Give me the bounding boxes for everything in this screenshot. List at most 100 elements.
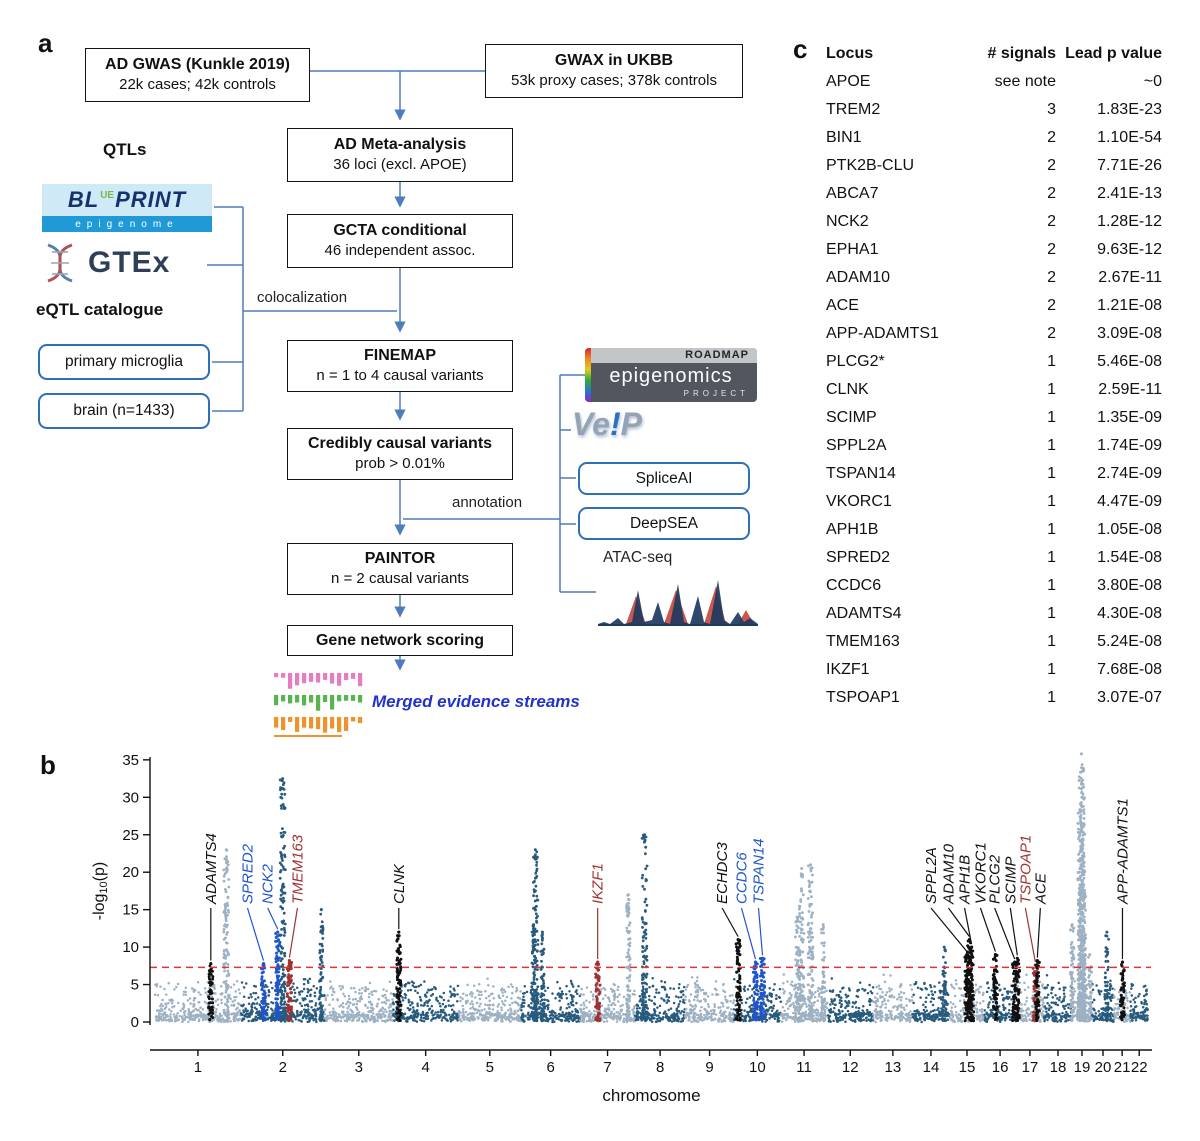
locus-cell: EPHA1	[826, 241, 879, 258]
pvalue-cell: 3.80E-08	[1097, 577, 1162, 594]
pvalue-cell: 3.07E-07	[1097, 689, 1162, 706]
pvalue-cell: 1.74E-09	[1097, 437, 1162, 454]
blueprint-bl-text: BL	[67, 187, 100, 212]
pvalue-cell: 1.35E-09	[1097, 409, 1162, 426]
box-meta-title: AD Meta-analysis	[333, 136, 467, 154]
pvalue-cell: 2.41E-13	[1097, 185, 1162, 202]
vep-p-text: P	[620, 406, 642, 442]
signals-cell: 3	[1047, 101, 1056, 118]
locus-cell: CCDC6	[826, 577, 882, 594]
pvalue-cell: 1.28E-12	[1097, 213, 1162, 230]
signals-cell: 1	[1047, 381, 1056, 398]
pvalue-cell: ~0	[1143, 73, 1162, 90]
atac-peaks-icon	[598, 580, 758, 626]
locus-cell: TMEM163	[826, 633, 900, 650]
box-paintor-sub: n = 2 causal variants	[331, 570, 469, 588]
box-meta-analysis: AD Meta-analysis 36 loci (excl. APOE)	[287, 128, 513, 182]
bracket-right	[559, 374, 596, 593]
box-gwax-sub: 53k proxy cases; 378k controls	[511, 72, 717, 90]
pvalue-cell: 7.68E-08	[1097, 661, 1162, 678]
box-finemap: FINEMAP n = 1 to 4 causal variants	[287, 340, 513, 392]
box-gwax-title: GWAX in UKBB	[554, 52, 674, 70]
pvalue-cell: 1.21E-08	[1097, 297, 1162, 314]
deepsea-box: DeepSEA	[578, 507, 750, 540]
locus-cell: APH1B	[826, 521, 879, 538]
locus-cell: TSPOAP1	[826, 689, 900, 706]
signals-cell: 1	[1047, 409, 1056, 426]
table-row: TSPOAP1 1 3.07E-07	[826, 684, 1162, 712]
box-finemap-title: FINEMAP	[364, 347, 436, 365]
locus-cell: SPPL2A	[826, 437, 887, 454]
signals-cell: 1	[1047, 353, 1056, 370]
table-row: VKORC1 1 4.47E-09	[826, 488, 1162, 516]
box-finemap-sub: n = 1 to 4 causal variants	[316, 367, 484, 385]
colocalization-label: colocalization	[257, 289, 348, 306]
pvalue-cell: 5.46E-08	[1097, 353, 1162, 370]
primary-microglia-box: primary microglia	[38, 344, 210, 380]
locus-cell: CLNK	[826, 381, 869, 398]
locus-cell: SCIMP	[826, 409, 877, 426]
locus-cell: ABCA7	[826, 185, 879, 202]
col-header-signals: # signals	[987, 45, 1056, 62]
signals-cell: 1	[1047, 549, 1056, 566]
pvalue-cell: 4.47E-09	[1097, 493, 1162, 510]
pvalue-cell: 1.54E-08	[1097, 549, 1162, 566]
pvalue-cell: 1.83E-23	[1097, 101, 1162, 118]
panel-c-label: c	[793, 34, 808, 64]
table-row: APP-ADAMTS1 2 3.09E-08	[826, 320, 1162, 348]
pvalue-cell: 1.10E-54	[1097, 129, 1162, 146]
locus-cell: VKORC1	[826, 493, 892, 510]
pvalue-cell: 2.74E-09	[1097, 465, 1162, 482]
brain-box: brain (n=1433)	[38, 393, 210, 429]
box-ad-gwas-sub: 22k cases; 42k controls	[119, 76, 276, 94]
table-row: SCIMP 1 1.35E-09	[826, 404, 1162, 432]
dna-helix-icon	[47, 243, 73, 283]
box-credible-sub: prob > 0.01%	[355, 455, 445, 473]
signals-cell: 1	[1047, 689, 1056, 706]
roadmap-top-text: ROADMAP	[585, 348, 757, 363]
vep-bang-text: !	[609, 406, 621, 442]
merged-evidence-text: Merged evidence streams	[372, 692, 580, 711]
blueprint-print-text: PRINT	[115, 187, 187, 212]
deepsea-label: DeepSEA	[629, 514, 699, 532]
bracket-left	[207, 206, 244, 412]
signals-cell: 1	[1047, 521, 1056, 538]
signals-cell: 2	[1047, 213, 1056, 230]
box-credible-title: Credibly causal variants	[307, 435, 493, 453]
spliceai-box: SpliceAI	[578, 462, 750, 495]
box-ad-gwas-title: AD GWAS (Kunkle 2019)	[105, 56, 290, 74]
pvalue-cell: 2.67E-11	[1098, 269, 1162, 286]
signals-cell: 1	[1047, 661, 1056, 678]
pvalue-cell: 4.30E-08	[1097, 605, 1162, 622]
pvalue-cell: 1.05E-08	[1097, 521, 1162, 538]
signals-cell: 1	[1047, 493, 1056, 510]
signals-cell: 2	[1047, 241, 1056, 258]
locus-cell: PTK2B-CLU	[826, 157, 915, 174]
box-paintor: PAINTOR n = 2 causal variants	[287, 543, 513, 595]
brain-label: brain (n=1433)	[73, 402, 175, 419]
roadmap-main-text: epigenomics	[609, 365, 733, 387]
box-ad-gwas: AD GWAS (Kunkle 2019) 22k cases; 42k con…	[85, 48, 310, 102]
signals-cell: 1	[1047, 577, 1056, 594]
signals-cell: 1	[1047, 633, 1056, 650]
pvalue-cell: 3.09E-08	[1097, 325, 1162, 342]
roadmap-color-stripe-icon	[585, 348, 591, 402]
pvalue-cell: 7.71E-26	[1097, 157, 1162, 174]
locus-cell: APP-ADAMTS1	[826, 325, 939, 342]
signals-cell: 2	[1047, 325, 1056, 342]
gtex-text: GTEx	[88, 246, 171, 279]
